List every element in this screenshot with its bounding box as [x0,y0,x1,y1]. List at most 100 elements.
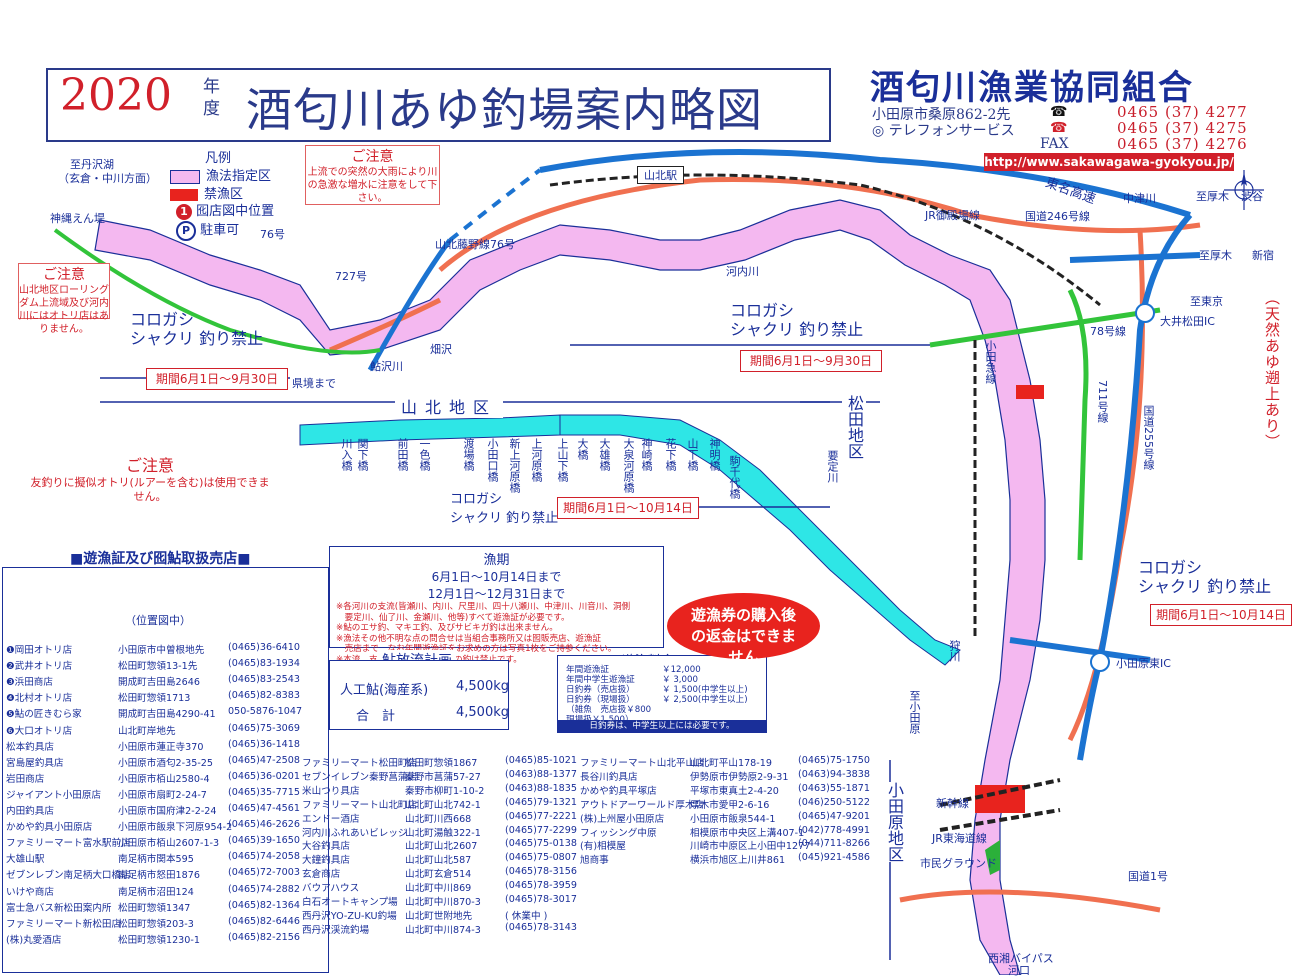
shop-tel: (0465)39-1650 [228,835,300,847]
place-oi-ic: 大井松田IC [1160,315,1215,328]
org-tel-2: 0465 (37) 4275 [1117,119,1248,137]
shop-address: 小田原市栢山2607-1-3 [118,838,220,850]
place-shirasawa-sub: （玄倉・中川方面） [58,172,157,185]
notice-text: 上流での突然の大雨により川の急激な増水に注意をして下さい。 [307,167,438,204]
shop-address: 松田町惣領1867 [405,758,478,769]
shop-name: 富士急バス新松田案内所 [6,902,112,914]
season-note: 売店まで なお年間遊漁証をお求めの方は写真1枚をご持参ください。 [336,644,617,654]
bridge-label: 神崎橋 [640,438,653,471]
shops-position-note: （位置図中） [125,614,191,627]
shop-name: ❻大口オトリ店 [6,725,73,737]
rule-text: シャクリ 釣り禁止 [1138,577,1272,596]
place-yamakita-station: 山北駅 [637,166,684,184]
blue-highway-main [1077,213,1193,761]
shop-name: エンドー酒店 [302,813,360,825]
fishing-zone-swatch [170,169,200,184]
district-yamakita: 山北地区 [395,394,504,418]
notice-text: 山北地区ローリングダム上流域及び河内川にはオトリ店はありません。 [19,285,109,335]
rule-text: シャクリ 釣り禁止 [130,329,264,348]
shop-tel: (0465)83-2543 [228,674,300,686]
place-odakyu: 小田急線 [984,340,997,384]
shop-tel: (042)778-4991 [798,824,870,836]
place-nishisho-bypass: 西湘バイパス [988,952,1054,965]
fee-row: 日釣券（現場扱）￥ 2,500(中学生以上) [566,695,766,705]
shop-address: 小田原市酒匂2-35-25 [118,757,214,769]
notice-lorin: ご注意 山北地区ローリングダム上流域及び河内川にはオトリ店はありません。 [18,263,110,335]
river-yamakita-lower [299,414,561,446]
shop-tel: (0463)88-1377 [505,768,577,780]
season-title: 漁期 [483,553,510,568]
notice-flood: ご注意 上流での突然の大雨により川の急激な増水に注意をして下さい。 [305,145,440,205]
org-name: 酒匂川漁業協同組合 [870,68,1194,108]
shop-name: ❷武井オトリ店 [6,661,73,673]
blue-highway-left [367,238,453,372]
tennen-label: （天然あゆ遡上あり） [1263,290,1281,450]
shop-tel: (0465)82-6446 [228,915,300,927]
legend-item-parking: P 駐車可 [176,219,239,241]
shop-tel: (0465)77-2221 [505,810,577,822]
place-route76: 76号 [260,228,285,241]
shop-address: 山北町湯触322-1 [405,827,481,839]
shop-name: ❹北村オトリ店 [6,693,73,705]
fee-row: 年間中学生遊漁証￥ 3,000 [566,675,766,685]
shop-name: 松本釣具店 [6,741,54,753]
legend-label: 禁漁区 [204,187,244,202]
notice-title: ご注意 [351,149,394,165]
shop-tel: (044)711-8266 [798,838,870,850]
bridge-label: 川入橋 [340,438,353,471]
shop-address: 山北町中川869 [405,883,472,895]
shop-tel: (0465)74-2882 [228,883,300,895]
shop-tel: (0465)83-1934 [228,658,300,670]
shop-address: 小田原市飯泉下河原954-2 [118,822,233,834]
season-note: ※鮎のエサ釣、マキエ釣、及びサビキガ釣は出来ません。 [336,623,558,633]
korogashi-rule-right: コロガシシャクリ 釣り禁止 [1138,558,1271,596]
shop-address: 秦野市柳町1-10-2 [405,785,485,797]
jr-tokaido-line [939,808,1061,832]
period-center: 期間6月1日～9月30日 [740,350,882,372]
route-246 [438,176,1201,272]
fee-value: ￥ 2,500(中学生以上) [662,695,748,705]
place-shinkansen: 新幹線 [936,797,969,810]
place-odawara-ic: 小田原東IC [1116,657,1171,670]
shop-address: 松田町惣領1713 [118,693,191,705]
shop-address: 山北町山北2607 [405,841,478,853]
shop-tel: ( 休業中 ) [505,910,548,922]
shops-title: ■遊漁証及び囮鮎取扱売店■ [70,551,251,567]
place-yozawa: 要定川 [826,450,839,483]
place-hatazawa: 畑沢 [430,343,452,356]
legend-item-no-fishing: 禁漁区 [170,183,243,202]
shop-address: 平塚市東真土2-4-20 [690,785,779,797]
bridge-label: 渡場橋 [462,438,475,471]
fee-value: ￥ 1,500(中学生以上) [662,685,748,695]
shop-tel: (0463)88-1835 [505,782,577,794]
route-78 [929,307,1161,348]
bridge-label: 大泉河原橋 [622,438,635,493]
stocking-label-1: 人工鮎(海産系) [340,683,429,698]
shop-address: 松田町惣領1347 [118,902,191,914]
shop-address: 松田町惣領13-1先 [118,661,198,673]
org-fax-label: FAX [1040,136,1069,152]
shop-tel: (0463)55-1871 [798,782,870,794]
shop-name: 大雄山駅 [6,854,45,866]
place-route711: 711号線 [1096,380,1109,423]
bridge-label: 駒千代橋 [728,455,741,499]
stocking-box: 人工鮎(海産系) 4,500kg 合 計 4,500kg [329,660,509,730]
shop-tel: (0465)85-1021 [505,755,577,766]
stocking-value-1: 4,500kg [456,679,509,694]
shop-tel: (0465)36-1418 [228,738,300,750]
shop-address: 開成町吉田島4290-41 [118,709,216,721]
fee-label: 年間中学生遊漁証 [566,675,635,685]
shop-name: 旭商事 [580,855,609,867]
place-route246: 国道246号線 [1025,210,1090,223]
place-route1: 国道1号 [1128,870,1168,883]
shop-tel: 050-5876-1047 [228,706,303,718]
bridge-label: 前田橋 [396,438,409,471]
org-url[interactable]: http://www.sakawagawa-gyokyou.jp/ [984,153,1234,171]
shop-name: バウアハウス [302,883,360,895]
shop-tel: (046)250-5122 [798,796,870,808]
shop-tel: (0465)46-2626 [228,819,300,831]
river-matsuda [559,414,961,666]
place-ayuzawa: 鮎沢川 [370,360,403,373]
shop-name: 大谷釣具店 [302,841,350,853]
